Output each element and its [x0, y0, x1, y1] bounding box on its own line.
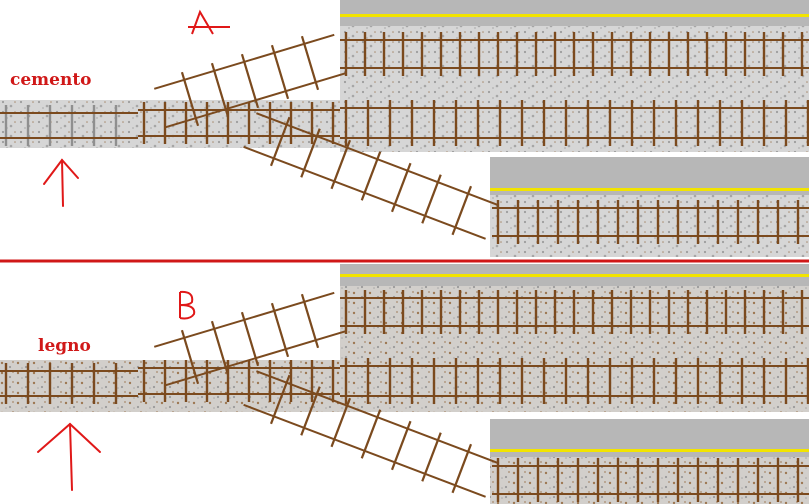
- crossover-down-sleeper: [451, 443, 473, 494]
- crossover-down-sleeper: [421, 432, 442, 482]
- crossover-down-sleeper: [360, 409, 382, 459]
- letter-a-drawing: [188, 9, 230, 35]
- crossover-up-sleeper: [240, 311, 260, 367]
- crossover-down-sleeper: [269, 116, 291, 167]
- crossover-up-sleeper: [210, 62, 230, 118]
- crossover-down-sleeper: [330, 397, 352, 448]
- crossover-down-sleeper: [269, 374, 291, 425]
- crossover-down-sleeper: [300, 128, 321, 178]
- crossover-down-sleeper: [390, 162, 412, 213]
- ballast-lower: [490, 195, 809, 257]
- crossover-up-sleeper: [270, 44, 290, 100]
- crossover-up-sleeper: [180, 71, 200, 127]
- arrow-up-icon: [37, 422, 101, 491]
- crossover-up-sleeper: [240, 53, 260, 109]
- tracks-a: [0, 32, 809, 244]
- crossover-down-sleeper: [451, 185, 473, 236]
- crossover-up-sleeper: [180, 329, 200, 385]
- letter-b-drawing: [179, 290, 196, 320]
- crossover-down-sleeper: [360, 151, 382, 201]
- crossover-up-sleeper: [300, 35, 320, 91]
- crossover-down-sleeper: [300, 386, 321, 436]
- tracks-b: [0, 290, 809, 502]
- platform-top: [340, 0, 809, 26]
- crossover-down-sleeper: [421, 174, 442, 224]
- crossover-down-sleeper: [330, 139, 352, 190]
- crossover-up-sleeper: [300, 293, 320, 349]
- platform-bottom-line-b: [490, 449, 809, 452]
- ballast-lower-b: [490, 457, 809, 504]
- panel-b: [0, 264, 809, 504]
- panel-a: [0, 0, 809, 257]
- arrow-up-icon: [43, 158, 79, 207]
- crossover-up-sleeper: [270, 302, 290, 358]
- crossover-down-sleeper: [390, 420, 412, 471]
- platform-top-line: [340, 14, 809, 17]
- caption-cemento: cemento: [10, 70, 92, 90]
- platform-bottom-line: [490, 188, 809, 191]
- caption-legno: legno: [38, 336, 91, 356]
- crossover-up-sleeper: [210, 320, 230, 376]
- platform-top-line-b: [340, 274, 809, 277]
